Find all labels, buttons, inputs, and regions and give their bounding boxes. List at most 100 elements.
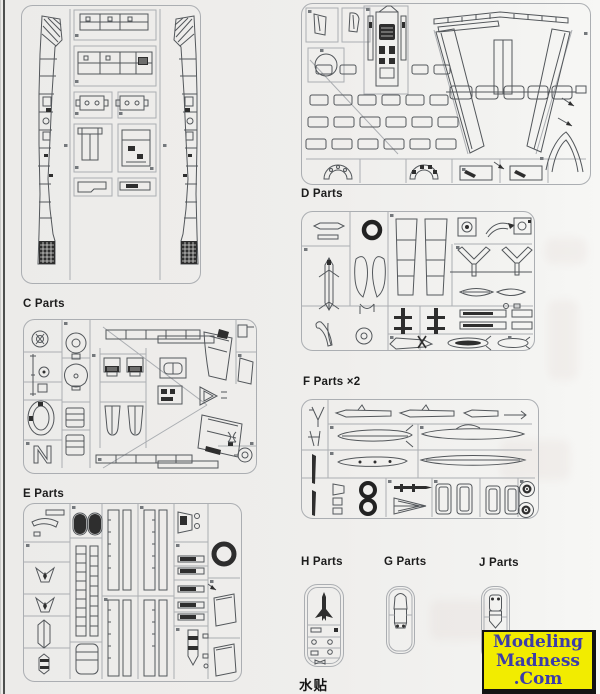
lever-part xyxy=(313,12,360,36)
small-dart-part xyxy=(459,161,543,181)
bullseye-box-part xyxy=(457,217,477,237)
capsule-part xyxy=(312,222,346,240)
capsule-part xyxy=(75,643,99,675)
long-deck-part xyxy=(79,13,149,31)
antenna-part xyxy=(557,85,587,127)
intake-lip-part xyxy=(354,256,386,314)
intake-cover-part xyxy=(72,512,103,536)
finned-missile-part xyxy=(394,484,432,492)
scan-edge-line xyxy=(3,0,5,694)
delta-frame-part xyxy=(393,497,427,515)
sprue-e-diagram xyxy=(23,503,242,682)
wishbone-part xyxy=(309,406,325,427)
spear-strip-part xyxy=(334,404,527,420)
label-decal: 水贴 xyxy=(299,678,328,693)
small-bar-part xyxy=(310,627,322,633)
cockpit-deck-part xyxy=(121,129,151,167)
hub-part xyxy=(38,366,50,378)
fork-part xyxy=(315,321,333,347)
wheel-bay-arch-part xyxy=(323,164,439,180)
wishbone-part xyxy=(545,131,584,173)
wing-panel-part xyxy=(435,28,571,154)
wishbone-part xyxy=(227,431,237,443)
panel-part xyxy=(207,583,237,677)
flat-part xyxy=(77,181,107,193)
watermark-line-1: Modeling xyxy=(492,632,584,652)
curl-part xyxy=(485,222,515,238)
torpedo-part xyxy=(447,335,531,351)
small-box-part xyxy=(37,383,48,393)
n-frame-part xyxy=(33,445,52,464)
pylon-box-part xyxy=(435,483,520,515)
round-part xyxy=(65,332,87,360)
page-left-margin xyxy=(0,0,1,694)
scoop-part xyxy=(197,414,243,458)
ladder-strip-part xyxy=(75,545,99,637)
small-bar-part xyxy=(45,509,65,516)
canopy-ring-part xyxy=(314,53,338,77)
ribbed-box-part xyxy=(65,407,85,456)
wheel-part xyxy=(31,330,49,348)
small-bar-part xyxy=(310,650,319,656)
sprue-h-diagram xyxy=(304,584,344,667)
canopy-part xyxy=(489,594,502,629)
bracket-part xyxy=(237,324,254,338)
sprue-top-right-diagram xyxy=(301,3,591,185)
label-j-parts: J Parts xyxy=(479,557,519,569)
drop-tank-part xyxy=(337,424,526,448)
dart-part xyxy=(389,335,434,350)
label-h-parts: H Parts xyxy=(301,556,343,568)
bulkhead-part xyxy=(75,95,109,111)
pitot-dart-part xyxy=(315,592,333,621)
nozzle-slab-part xyxy=(395,218,448,296)
scan-bleedthrough xyxy=(430,600,490,640)
scan-bleedthrough xyxy=(545,238,587,264)
tire-part xyxy=(359,498,377,516)
small-box-part xyxy=(332,483,345,515)
long-strip-part xyxy=(105,329,215,344)
seat-box-part xyxy=(157,385,183,405)
sprue-top-left-diagram xyxy=(21,5,201,284)
spine-strip-part xyxy=(107,509,168,677)
pod-part xyxy=(37,619,51,675)
anchor-part xyxy=(34,566,56,613)
trapezoid-part xyxy=(237,357,254,385)
hub-part xyxy=(355,327,373,345)
flat-strip-part xyxy=(459,309,533,330)
hub-part xyxy=(234,447,253,463)
intake-trunk-part xyxy=(450,246,533,277)
tire-part xyxy=(211,541,237,567)
intake-duct-part xyxy=(103,357,144,377)
long-strip-part xyxy=(95,454,219,469)
scoop-part xyxy=(203,329,233,381)
blade-part xyxy=(312,454,316,516)
spine-part xyxy=(77,127,103,161)
fin-triangle-part xyxy=(199,386,227,406)
boat-part xyxy=(458,288,527,309)
label-f-parts: F Parts ×2 xyxy=(303,376,361,388)
hoop-part xyxy=(27,400,55,436)
small-round-part xyxy=(327,649,333,655)
watermark-line-3: .Com xyxy=(513,669,563,689)
fork-part xyxy=(308,430,321,447)
long-deck-part xyxy=(77,51,153,75)
sprue-f-diagram xyxy=(301,399,539,519)
label-e-parts: E Parts xyxy=(23,488,65,500)
funnel-part xyxy=(104,405,144,436)
strut-rod-part xyxy=(30,354,36,396)
sprue-d-diagram xyxy=(301,211,535,351)
tire-part xyxy=(361,219,383,241)
fuselage-half-part xyxy=(37,15,63,265)
rib-segment-chain xyxy=(446,85,576,100)
wing-slat-part xyxy=(433,11,569,33)
bulkhead-part xyxy=(115,95,149,111)
pod-part xyxy=(187,629,209,669)
bowtie-part xyxy=(314,659,326,665)
canister-box-part xyxy=(159,357,187,379)
cockpit-tub-part xyxy=(367,5,407,87)
rib-parts-rows xyxy=(305,64,459,150)
scan-bleedthrough xyxy=(548,300,578,380)
modelingmadness-watermark: Modeling Madness .Com xyxy=(482,630,596,694)
flat-part xyxy=(119,181,151,191)
missile-part xyxy=(318,256,340,312)
